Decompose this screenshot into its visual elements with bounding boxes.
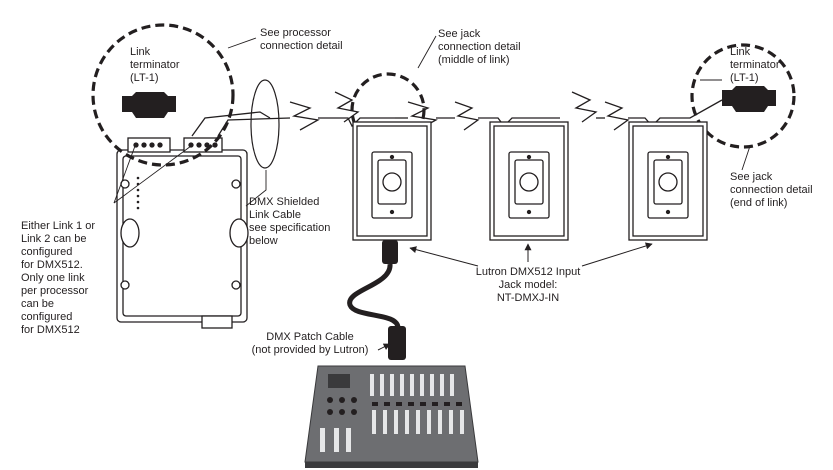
jack-model-line-3: NT-DMXJ-IN [497, 292, 559, 304]
either-line-2: Link 2 can be [21, 233, 86, 245]
either-line-3: configured [21, 246, 72, 258]
jack-end-line-1: See jack [730, 171, 773, 183]
either-line-9: for DMX512 [21, 324, 80, 336]
cable-line-4: below [249, 235, 278, 247]
processor-leds [136, 176, 140, 210]
either-line-4: for DMX512. [21, 259, 83, 271]
jack-model-arrows [377, 242, 653, 351]
lighting-console [304, 365, 479, 468]
proc-detail-line-1: See processor [260, 27, 331, 39]
shielded-cable-marker [250, 79, 280, 169]
jack-model-line-2: Jack model: [499, 279, 558, 291]
lt-right-line-3: (LT-1) [730, 72, 759, 84]
jack-end-detail-circle [690, 43, 796, 149]
lt-left-line-2: terminator [130, 59, 180, 71]
link-terminator-right [722, 86, 776, 112]
jack-mid-line-2: connection detail [438, 41, 521, 53]
jack-model-line-1: Lutron DMX512 Input [476, 266, 581, 278]
wall-jack-1 [352, 121, 432, 241]
lt-right-line-1: Link [730, 46, 751, 58]
wall-jack-2 [489, 121, 569, 241]
cable-line-3: see specification [249, 222, 330, 234]
patch-line-2: (not provided by Lutron) [252, 344, 369, 356]
text-labels: Link terminator (LT-1) Link terminator (… [21, 27, 813, 356]
proc-detail-line-2: connection detail [260, 40, 343, 52]
either-line-6: per processor [21, 285, 89, 297]
jack-end-line-2: connection detail [730, 184, 813, 196]
either-line-8: configured [21, 311, 72, 323]
jack-mid-line-3: (middle of link) [438, 54, 510, 66]
patch-line-1: DMX Patch Cable [266, 331, 353, 343]
lt-left-line-1: Link [130, 46, 151, 58]
jack-end-line-3: (end of link) [730, 197, 787, 209]
processor [116, 137, 249, 329]
leader-lines [113, 35, 751, 207]
jack-mid-line-1: See jack [438, 28, 481, 40]
processor-detail-circle [91, 23, 235, 167]
cable-line-1: DMX Shielded [249, 196, 319, 208]
dmx-patch-cable [347, 240, 406, 360]
link-terminator-left [122, 92, 176, 118]
either-line-1: Either Link 1 or [21, 220, 95, 232]
lt-left-line-3: (LT-1) [130, 72, 159, 84]
wall-jack-3 [628, 121, 708, 241]
either-line-7: can be [21, 298, 54, 310]
either-line-5: Only one link [21, 272, 85, 284]
cable-line-2: Link Cable [249, 209, 301, 221]
lt-right-line-2: terminator [730, 59, 780, 71]
